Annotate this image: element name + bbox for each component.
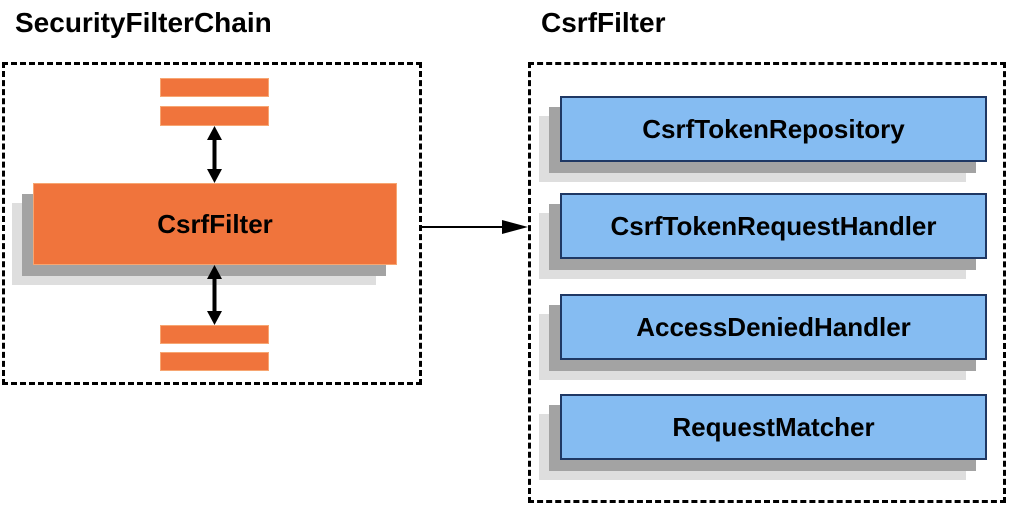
security-filter-chain-container [2, 62, 422, 385]
component-label: CsrfTokenRepository [642, 113, 905, 144]
filter-placeholder-bar-top-2 [160, 106, 269, 126]
component-label: RequestMatcher [672, 411, 875, 442]
component-csrf-token-repository: CsrfTokenRepository [560, 96, 987, 162]
security-filter-chain-title: SecurityFilterChain [15, 7, 272, 38]
csrf-filter-title: CsrfFilter [541, 7, 666, 38]
filter-placeholder-bar-bottom-2 [160, 352, 269, 371]
bidirectional-arrow-top-icon [207, 126, 222, 183]
flow-arrow-icon [422, 220, 528, 234]
component-label: AccessDeniedHandler [636, 311, 911, 342]
csrf-filter-container [528, 62, 1006, 503]
bidirectional-arrow-bottom-icon [207, 265, 222, 325]
filter-placeholder-bar-top-1 [160, 78, 269, 97]
component-access-denied-handler: AccessDeniedHandler [560, 294, 987, 360]
component-label: CsrfTokenRequestHandler [610, 210, 937, 241]
csrf-filter-node: CsrfFilter [33, 183, 397, 265]
component-request-matcher: RequestMatcher [560, 394, 987, 460]
component-csrf-token-request-handler: CsrfTokenRequestHandler [560, 193, 987, 259]
csrf-filter-node-label: CsrfFilter [157, 208, 273, 239]
filter-placeholder-bar-bottom-1 [160, 325, 269, 344]
